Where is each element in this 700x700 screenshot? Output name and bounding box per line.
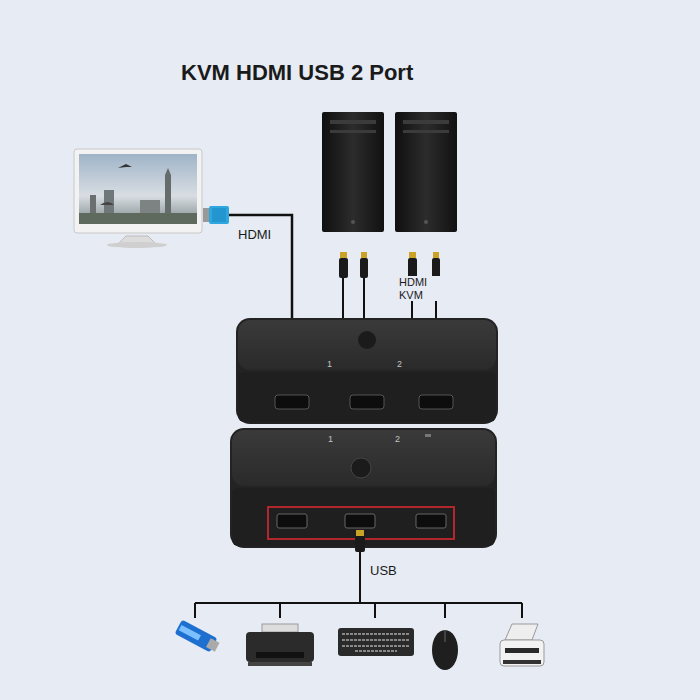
mouse-icon [432,630,458,670]
cable-label: HDMI [237,228,272,243]
usb-wiring [195,530,522,618]
port-number: 1 [327,359,332,369]
diagram-title: KVM HDMI USB 2 Port [181,60,413,85]
printer-icon [246,624,314,666]
port-number: 2 [397,359,402,369]
usb-flash-drive [175,620,220,653]
cable-label: HDMI KVM [398,276,440,301]
scanner-icon [500,624,544,666]
monitor-icon [74,149,202,248]
cable-label: USB [369,564,398,579]
port-number: 2 [395,434,400,444]
kvm-box-hdmi [236,318,498,424]
pc-tower [322,112,457,232]
port-number: 1 [328,434,333,444]
keyboard-icon [338,628,414,656]
kvm-box-usb [230,428,497,548]
